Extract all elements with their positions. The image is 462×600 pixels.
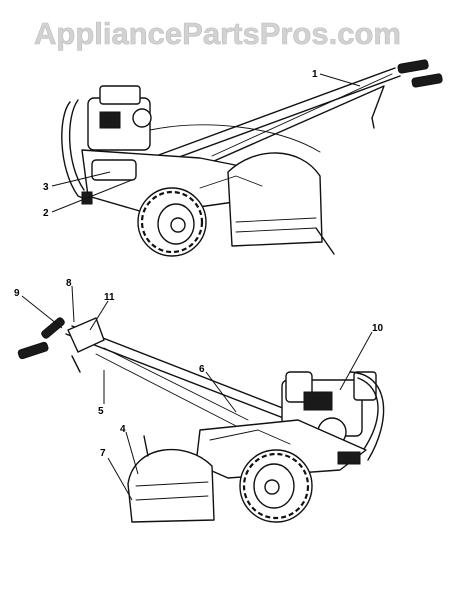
callout-10: 10 <box>372 323 384 334</box>
callout-2: 2 <box>43 208 49 219</box>
tiller-illustration-top <box>61 59 443 257</box>
tiller-illustration-bottom <box>17 317 385 523</box>
callout-6: 6 <box>199 364 205 375</box>
watermark-text: AppliancePartsPros.com <box>34 16 401 51</box>
callout-1: 1 <box>312 69 318 80</box>
callout-9: 9 <box>14 288 20 299</box>
callout-4: 4 <box>120 424 126 435</box>
callout-7: 7 <box>100 448 106 459</box>
callout-11: 11 <box>104 292 115 303</box>
bottom-callouts: 9 8 11 10 6 5 4 7 <box>14 278 384 501</box>
callout-3: 3 <box>43 182 49 193</box>
callout-8: 8 <box>66 278 72 289</box>
top-callouts: 1 3 2 <box>43 69 361 219</box>
callout-5: 5 <box>98 406 104 417</box>
